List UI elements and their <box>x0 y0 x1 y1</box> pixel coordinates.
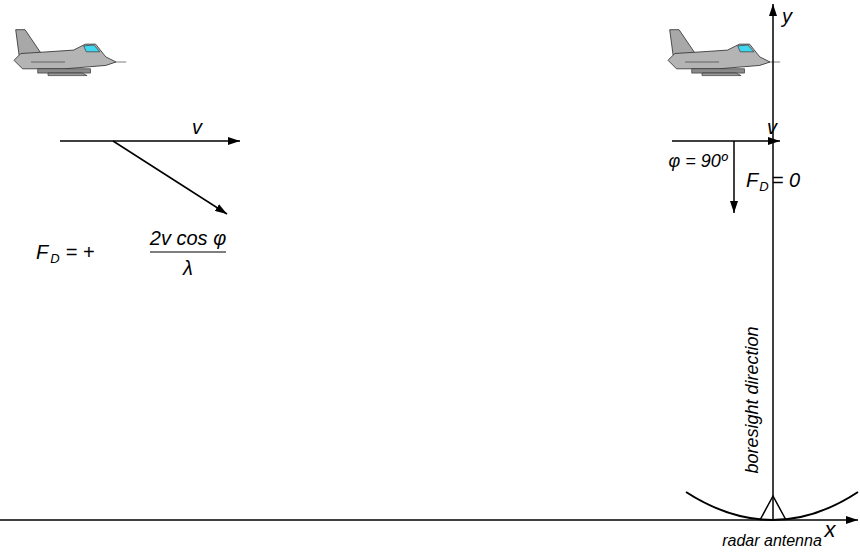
dish <box>686 492 858 520</box>
y-axis <box>772 4 774 520</box>
velocity-arrow <box>60 140 240 142</box>
velocity-arrow <box>672 140 780 142</box>
x-axis <box>0 519 858 521</box>
velocity-symbol: v <box>767 117 777 137</box>
component-label: radar antenna <box>722 533 822 549</box>
formula-subscript: D <box>759 180 768 193</box>
formula-part: F <box>746 170 758 190</box>
jet-icon <box>668 30 780 76</box>
formula-part: = 0 <box>772 170 800 190</box>
fraction-bar <box>150 251 226 252</box>
formula-part: = + <box>66 242 95 262</box>
jet-icon <box>14 30 126 76</box>
look-arrow <box>733 141 735 213</box>
formula-part: F <box>36 242 48 262</box>
formula-subscript: D <box>50 252 59 265</box>
angle-label: φ = 90º <box>669 152 728 170</box>
look-arrow <box>113 141 227 214</box>
axis-label: x <box>825 519 836 541</box>
velocity-symbol: v <box>192 117 202 137</box>
formula-denominator: λ <box>183 258 193 278</box>
axis-label: y <box>782 6 792 26</box>
axis-note: boresight direction <box>743 326 761 473</box>
formula-numerator: 2v cos φ <box>150 228 226 248</box>
feed <box>760 496 786 520</box>
